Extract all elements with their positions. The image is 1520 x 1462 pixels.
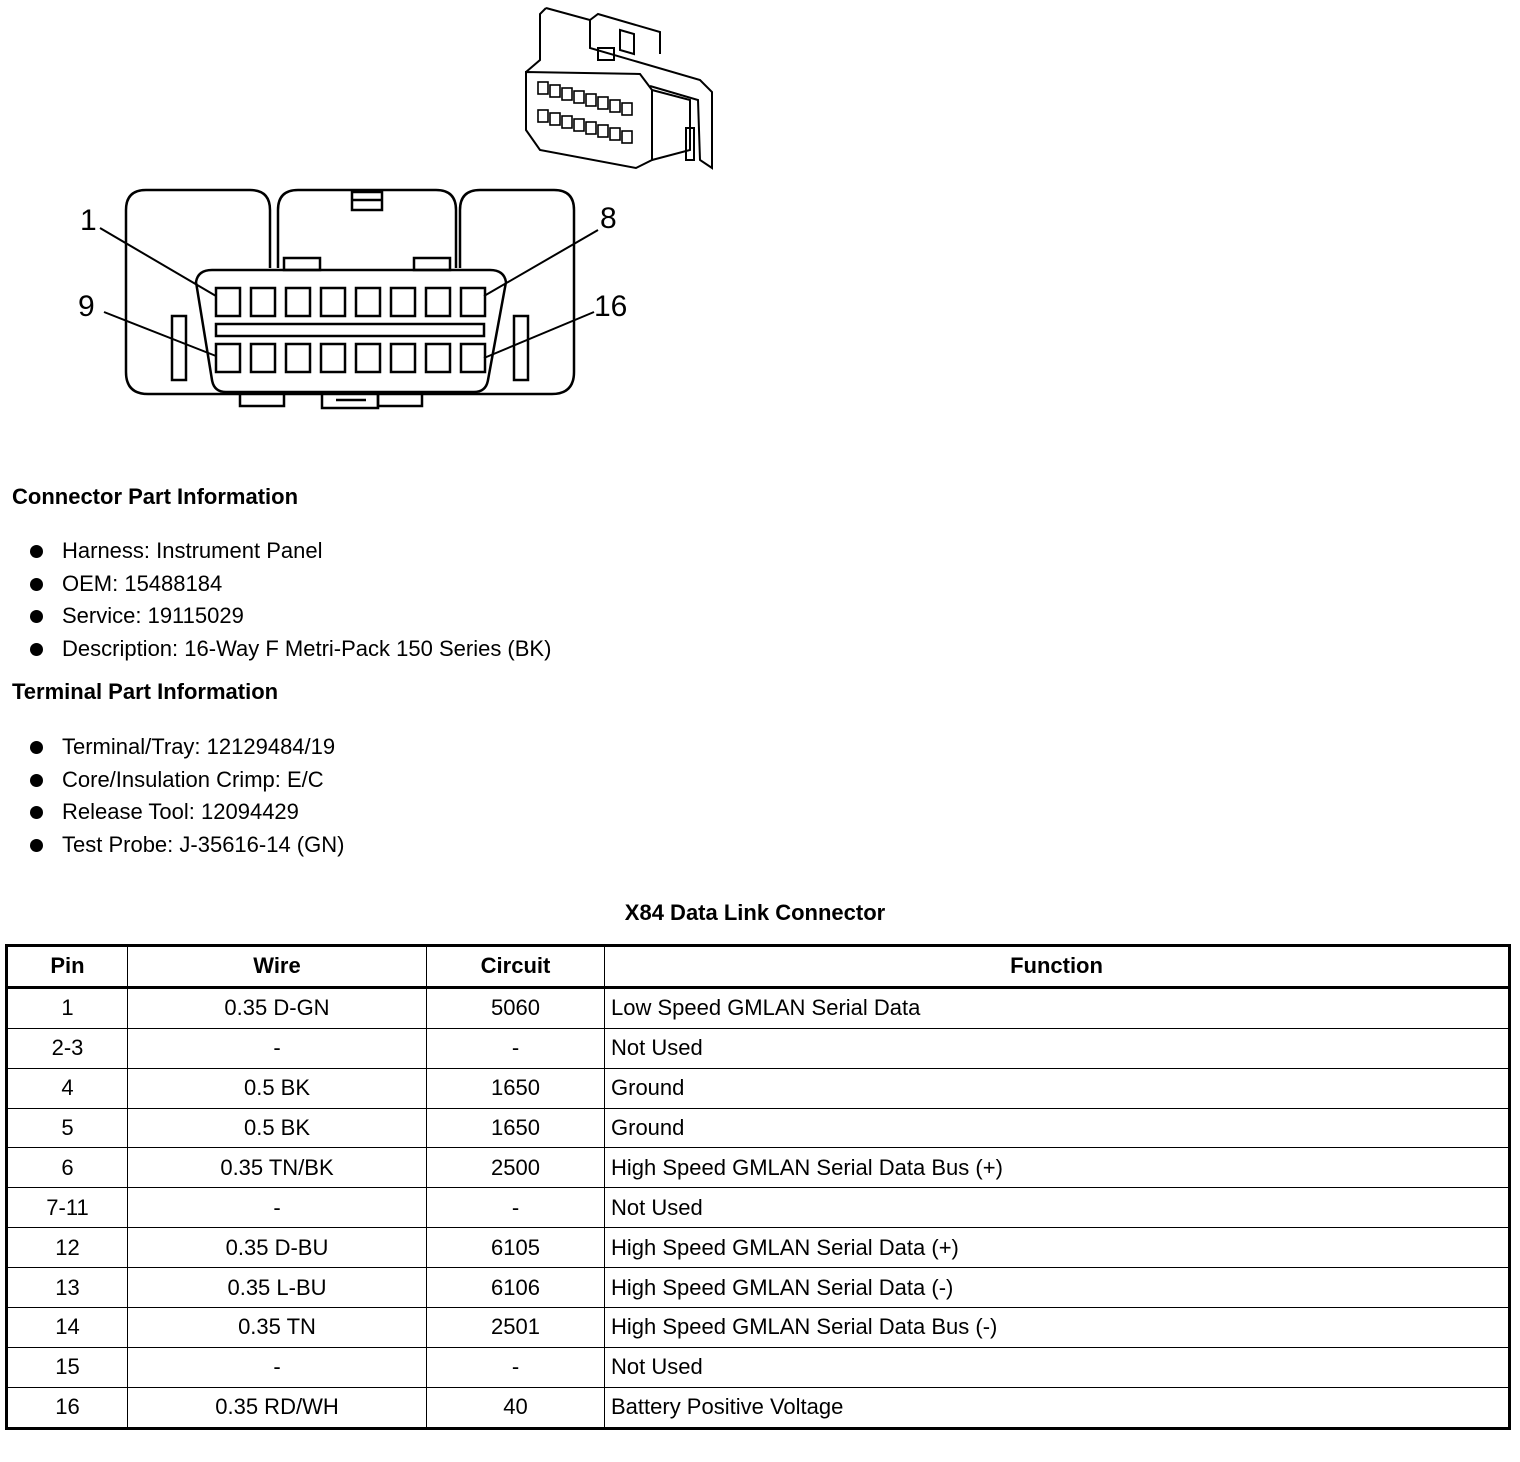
function-cell: Ground [604,1067,1510,1109]
terminal-part-info-list: Terminal/Tray: 12129484/19 Core/Insulati… [30,731,344,862]
function-cell: Not Used [604,1027,1510,1069]
wire-cell: 0.5 BK [127,1067,427,1109]
pin-label-1: 1 [80,204,97,237]
wire-cell: - [127,1027,427,1069]
table-row: 2-3--Not Used [6,1027,1510,1069]
wire-cell: 0.35 D-GN [127,986,427,1029]
circuit-cell: - [426,1346,605,1388]
column-header-function: Function [604,945,1510,989]
connector-front-view [124,188,576,410]
list-item: Harness: Instrument Panel [30,535,551,568]
bullet-icon [30,773,43,787]
circuit-cell: 1650 [426,1067,605,1109]
pin-cell: 15 [6,1346,128,1388]
pin-cell: 13 [6,1267,128,1309]
pin-label-8: 8 [600,202,617,235]
list-item: Release Tool: 12094429 [30,796,344,829]
circuit-cell: 40 [426,1386,605,1429]
function-cell: High Speed GMLAN Serial Data (+) [604,1227,1510,1269]
bullet-icon [30,839,43,853]
list-item: Test Probe: J-35616-14 (GN) [30,829,344,862]
list-item: OEM: 15488184 [30,568,551,601]
column-header-pin: Pin [6,945,128,989]
wire-cell: - [127,1187,427,1229]
pin-cell: 7-11 [6,1187,128,1229]
column-header-wire: Wire [127,945,427,989]
pin-cell: 4 [6,1067,128,1109]
table-header-row: Pin Wire Circuit Function [6,945,1510,989]
circuit-cell: - [426,1187,605,1229]
bullet-icon [30,577,43,591]
connector-pin-cavities [214,286,487,374]
table-row: 7-11--Not Used [6,1187,1510,1229]
pin-cell: 5 [6,1107,128,1149]
function-cell: Battery Positive Voltage [604,1386,1510,1429]
circuit-cell: 2501 [426,1307,605,1348]
pin-cell: 16 [6,1386,128,1429]
function-cell: Low Speed GMLAN Serial Data [604,986,1510,1029]
function-cell: Ground [604,1107,1510,1149]
wire-cell: 0.35 D-BU [127,1227,427,1269]
bullet-icon [30,545,43,558]
connector-isometric-view [525,7,713,170]
circuit-cell: 1650 [426,1107,605,1149]
pin-label-9: 9 [78,290,95,323]
pin-label-16: 16 [594,290,627,323]
connector-part-info-list: Harness: Instrument Panel OEM: 15488184 … [30,535,551,666]
bullet-icon [30,806,43,820]
bullet-icon [30,643,43,657]
wire-cell: 0.35 RD/WH [127,1386,427,1429]
terminal-part-info-heading: Terminal Part Information [12,679,279,704]
list-item: Description: 16-Way F Metri-Pack 150 Ser… [30,633,551,666]
function-cell: High Speed GMLAN Serial Data Bus (+) [604,1147,1510,1189]
bullet-icon [30,610,43,624]
wire-cell: 0.35 L-BU [127,1267,427,1309]
table-row: 15--Not Used [6,1346,1510,1388]
list-item: Terminal/Tray: 12129484/19 [30,731,344,764]
function-cell: Not Used [604,1187,1510,1229]
column-header-circuit: Circuit [426,945,605,989]
pin-leader-lines [99,227,599,359]
table-title: X84 Data Link Connector [624,900,886,925]
wire-cell: - [127,1346,427,1388]
function-cell: High Speed GMLAN Serial Data Bus (-) [604,1307,1510,1348]
circuit-cell: 6106 [426,1267,605,1309]
wire-cell: 0.5 BK [127,1107,427,1149]
pin-cell: 1 [6,986,128,1029]
pin-cell: 12 [6,1227,128,1269]
bullet-icon [30,741,43,754]
circuit-cell: 2500 [426,1147,605,1189]
connector-part-info-heading: Connector Part Information [12,484,299,509]
circuit-cell: 5060 [426,986,605,1029]
pin-cell: 6 [6,1147,128,1189]
list-item: Core/Insulation Crimp: E/C [30,764,344,797]
pin-cell: 14 [6,1307,128,1348]
wire-cell: 0.35 TN [127,1307,427,1348]
wire-cell: 0.35 TN/BK [127,1147,427,1189]
connector-diagram: 1 8 9 16 [0,0,760,440]
circuit-cell: - [426,1027,605,1069]
function-cell: Not Used [604,1346,1510,1388]
circuit-cell: 6105 [426,1227,605,1269]
pin-cell: 2-3 [6,1027,128,1069]
list-item: Service: 19115029 [30,600,551,633]
function-cell: High Speed GMLAN Serial Data (-) [604,1267,1510,1309]
